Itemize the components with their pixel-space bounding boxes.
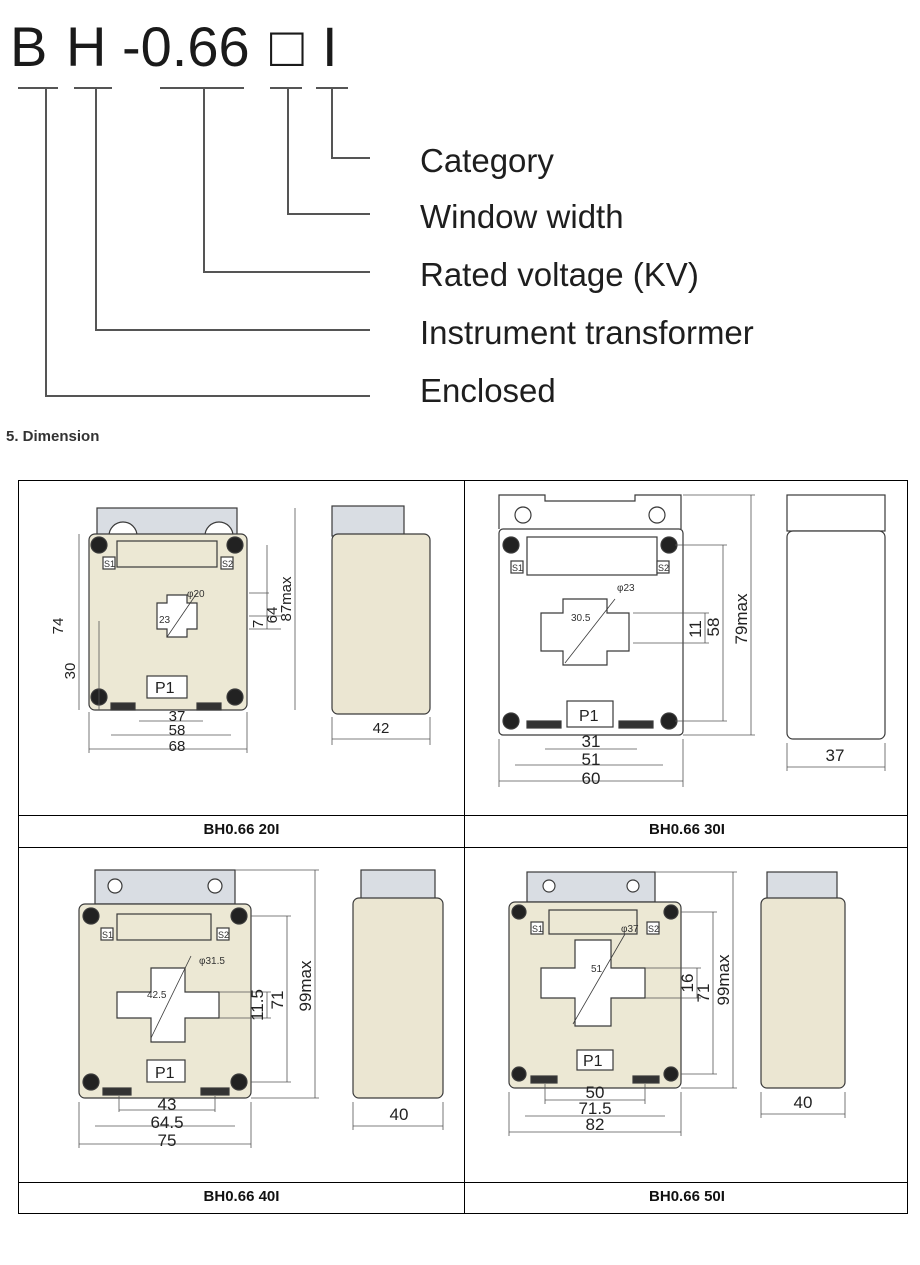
terminal-s2-label: S2: [658, 563, 669, 573]
dim-bottom-2: 58: [169, 722, 186, 739]
legend-instrument-transformer: Instrument transformer: [420, 314, 754, 351]
dim-right-1: 7: [250, 620, 267, 628]
dim-bottom-3: 60: [582, 769, 601, 788]
caption-40i: BH0.66 40I: [203, 1188, 280, 1205]
hole-diameter-label: φ23: [617, 583, 635, 594]
drawing-bh066-20i: S1 S2 φ20 23 P1 37 58 68 74 30 7 64 87ma…: [19, 481, 464, 838]
terminal-s1-label: S1: [104, 559, 115, 569]
terminal-s1-label: S1: [532, 924, 543, 934]
dim-bottom-1: 37: [169, 708, 186, 725]
primary-terminal-label: P1: [155, 1065, 175, 1082]
window-chord-label: 23: [159, 615, 171, 626]
dim-bottom-2: 71.5: [578, 1099, 611, 1118]
side-view: [331, 533, 431, 715]
window-chord-label: 42.5: [147, 990, 167, 1001]
code-char-h: H: [66, 15, 106, 78]
drawing-svg-40i: S1 S2 φ31.5 42.5 P1 43 64.5 75 11.5 71 9…: [78, 869, 444, 1150]
side-depth-label: 40: [390, 1105, 409, 1124]
drawing-bh066-40i: S1 S2 φ31.5 42.5 P1 43 64.5 75 11.5 71 9…: [19, 848, 464, 1205]
code-char-category: I: [322, 15, 338, 78]
side-depth-label: 42: [373, 720, 390, 737]
legend-category: Category: [420, 142, 554, 179]
drawing-bh066-50i: S1 S2 φ37 51 P1 50 71.5 82 16 71 99max 4…: [465, 848, 909, 1205]
dim-bottom-3: 75: [158, 1131, 177, 1150]
terminal-s1-label: S1: [102, 930, 113, 940]
dim-right-2: 71: [694, 984, 713, 1003]
terminal-s2-label: S2: [222, 559, 233, 569]
side-depth-label: 37: [826, 746, 845, 765]
code-char-b: B: [10, 15, 47, 78]
dimension-table: S1 S2 φ20 23 P1 37 58 68 74 30 7 64 87ma…: [18, 480, 908, 1214]
dimension-lines: [78, 508, 431, 753]
window-chord-label: 30.5: [571, 613, 591, 624]
drawing-svg-30i: S1 S2 φ23 30.5 P1 31 51 60 11 58 79max 3…: [498, 494, 886, 788]
side-view: [352, 897, 444, 1099]
dimension-lines: [498, 494, 886, 787]
window-opening: [156, 594, 198, 638]
dim-right-3: 79max: [732, 593, 751, 645]
terminal-s1-label: S1: [512, 563, 523, 573]
dim-right-2: 64: [264, 607, 281, 624]
code-char-window: □: [270, 15, 304, 78]
side-view: [760, 897, 846, 1089]
dim-bottom-3: 82: [586, 1115, 605, 1134]
dim-right-2: 71: [268, 991, 287, 1010]
caption-30i: BH0.66 30I: [649, 821, 725, 838]
legend-rated-voltage: Rated voltage (KV): [420, 256, 699, 293]
primary-terminal-label: P1: [155, 680, 175, 697]
dim-right-3: 99max: [296, 960, 315, 1012]
side-view: [786, 530, 886, 740]
caption-50i: BH0.66 50I: [649, 1188, 725, 1205]
grid-row-divider: [19, 815, 907, 816]
dim-right-3: 87max: [278, 576, 295, 622]
terminal-s2-label: S2: [218, 930, 229, 940]
model-code-legend: B H -0.66 □ I Category Window width Rate…: [10, 15, 754, 409]
dim-right-2: 58: [704, 618, 723, 637]
terminal-s2-label: S2: [648, 924, 659, 934]
grid-row-divider: [19, 847, 907, 848]
grid-row-divider: [19, 1182, 907, 1183]
dim-bottom-3: 68: [169, 738, 186, 755]
caption-20i: BH0.66 20I: [203, 821, 280, 838]
hole-diameter-label: φ31.5: [199, 956, 225, 967]
primary-terminal-label: P1: [579, 708, 599, 725]
primary-terminal-label: P1: [583, 1053, 603, 1070]
hole-diameter-label: φ37: [621, 924, 639, 935]
dim-right-1: 11.5: [248, 989, 267, 1021]
dim-bottom-2: 64.5: [150, 1113, 183, 1132]
code-char-voltage: -0.66: [122, 15, 250, 78]
dim-right-1: 11: [686, 620, 705, 638]
legend-window-width: Window width: [420, 198, 624, 235]
side-depth-label: 40: [794, 1093, 813, 1112]
dim-right-3: 99max: [714, 954, 733, 1006]
legend-leader-lines: [18, 87, 370, 397]
legend-enclosed: Enclosed: [420, 372, 556, 409]
dim-bottom-1: 43: [158, 1095, 177, 1114]
drawing-bh066-30i: S1 S2 φ23 30.5 P1 31 51 60 11 58 79max 3…: [465, 481, 909, 838]
window-opening: [540, 598, 630, 666]
drawing-svg-50i: S1 S2 φ37 51 P1 50 71.5 82 16 71 99max 4…: [508, 871, 846, 1136]
drawing-svg-20i: S1 S2 φ20 23 P1 37 58 68 74 30 7 64 87ma…: [50, 505, 431, 755]
dim-right-1: 16: [678, 974, 697, 993]
section-title: 5. Dimension: [6, 428, 100, 445]
dim-left-1: 74: [50, 618, 67, 635]
top-bracket: [498, 494, 682, 529]
dimension-lines: [78, 869, 444, 1148]
dim-bottom-1: 31: [582, 732, 601, 751]
dimension-lines: [508, 871, 846, 1136]
window-chord-label: 51: [591, 964, 603, 975]
dim-bottom-2: 51: [582, 750, 601, 769]
dim-left-2: 30: [62, 663, 79, 680]
dim-bottom-1: 50: [586, 1083, 605, 1102]
hole-diameter-label: φ20: [187, 589, 205, 600]
